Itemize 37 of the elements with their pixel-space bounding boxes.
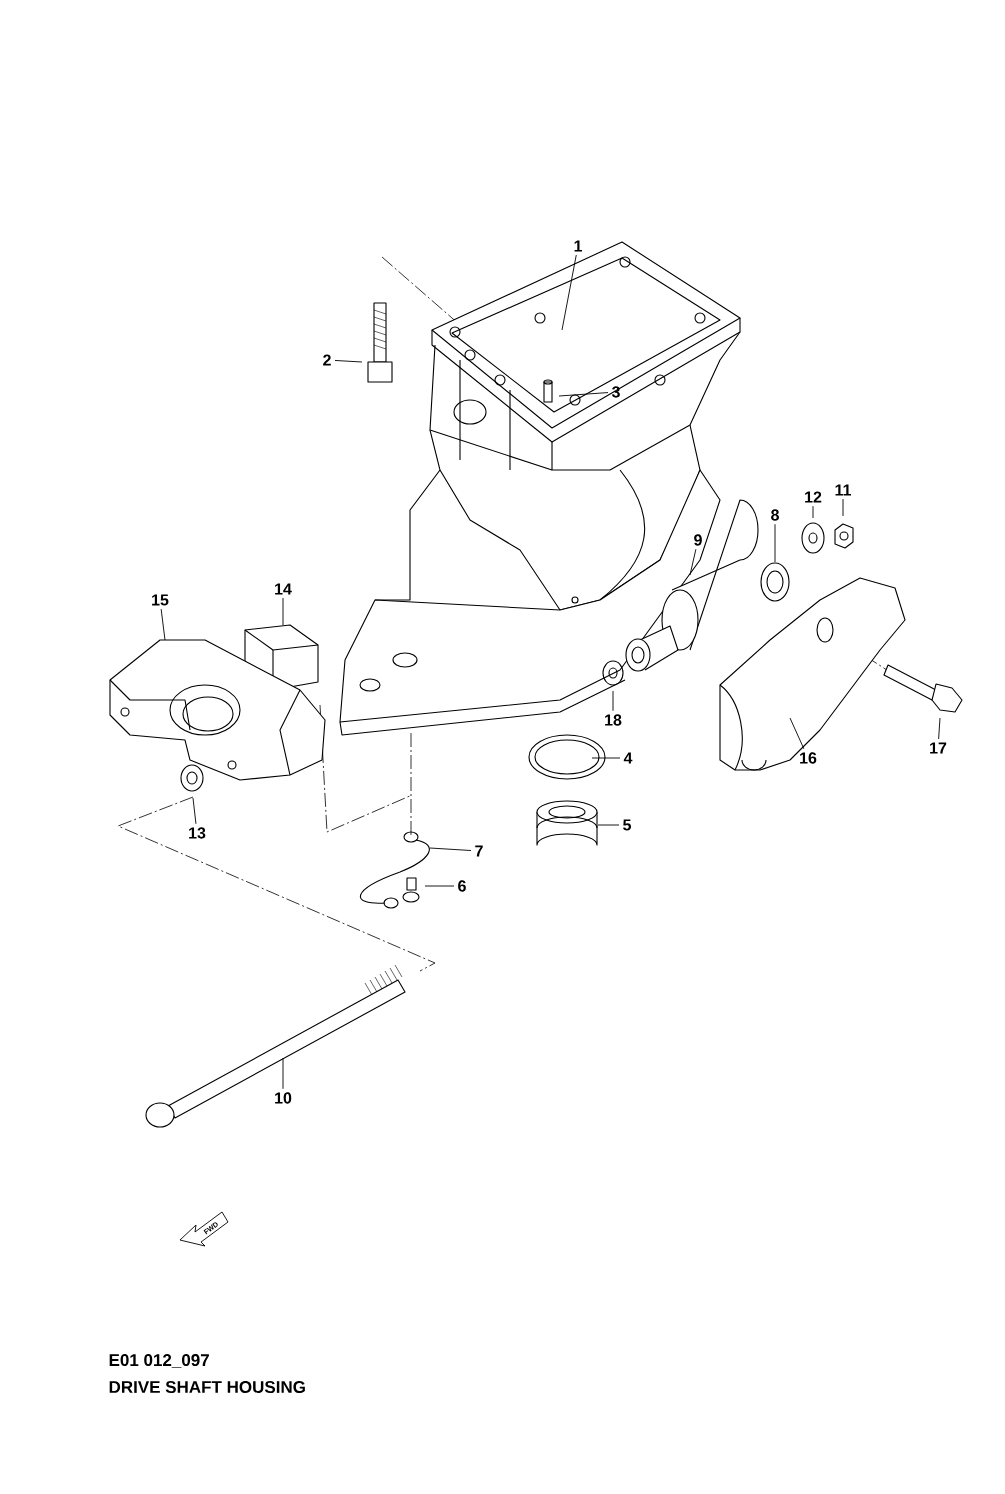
callout-number: 2 [323,354,331,366]
leader-line [812,505,814,519]
leader-line [591,757,621,759]
callout-number: 10 [275,1092,292,1104]
callout-number: 18 [605,714,622,726]
leader-line [612,690,614,712]
drawing-code: E01 012_097 [109,1354,209,1368]
callout-number: 5 [623,819,631,831]
leader-line [282,597,284,626]
leader-line [282,1057,284,1090]
title: DRIVE SHAFT HOUSING [109,1381,305,1394]
callout-number: 1 [574,240,582,252]
callout-number: 9 [694,534,702,546]
callout-number: 8 [771,509,779,521]
leader-line [160,608,166,641]
leader-line [192,797,197,825]
callout-number: 16 [800,752,817,764]
leader-line [597,824,620,826]
callout-number: 7 [475,845,483,857]
callout-number: 11 [835,484,851,496]
callout-number: 4 [623,752,633,764]
callout-number: 6 [458,880,466,892]
leader-line [334,360,363,363]
leader-line [424,885,455,887]
leader-line [561,254,577,331]
leader-line [429,847,472,851]
leader-line [774,523,776,563]
leader-line [689,548,697,576]
leader-line [558,392,609,397]
callout-number: 15 [152,594,169,606]
callout-number: 17 [930,742,947,754]
leader-line [842,498,844,517]
callout-number: 14 [275,583,292,595]
callout-number: 12 [805,491,822,503]
leader-line [789,717,805,750]
leader-line [938,717,941,740]
callout-number: 13 [189,827,206,839]
